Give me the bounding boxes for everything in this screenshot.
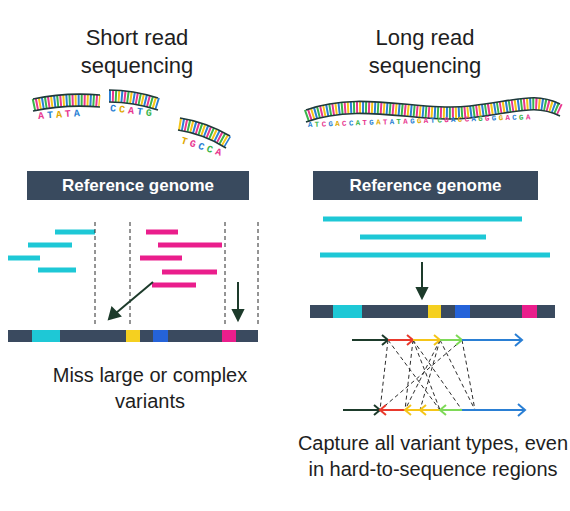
base-letter: C [109, 103, 119, 115]
caption-text: Capture all variant types, even in hard-… [296, 430, 570, 482]
base-letter: A [214, 146, 226, 159]
base-letter: G [369, 119, 376, 127]
dashed-guides [95, 222, 258, 324]
base-letter: A [424, 117, 431, 125]
base-letter: A [451, 116, 458, 124]
base-letter: A [403, 117, 410, 125]
base-letters: CCATG [109, 104, 155, 119]
base-letter: C [342, 120, 349, 128]
base-letter: G [498, 114, 505, 122]
base-letter: T [136, 106, 146, 118]
reference-band: Reference genome [27, 171, 249, 200]
base-letter: A [74, 108, 84, 120]
base-letter: C [118, 104, 128, 116]
base-letter: C [458, 116, 465, 124]
base-letter: T [65, 108, 75, 120]
band-label: Reference genome [62, 176, 214, 196]
base-letter: A [390, 118, 397, 126]
reference-band: Reference genome [313, 171, 538, 200]
base-letter: G [417, 117, 424, 125]
base-letter: A [471, 115, 478, 123]
base-letter: A [127, 105, 137, 117]
base-letter: A [505, 114, 512, 122]
base-letter: T [362, 119, 369, 127]
base-letter: G [410, 117, 417, 125]
base-letter: A [308, 121, 315, 129]
base-letter: T [47, 110, 57, 122]
base-letter: T [315, 121, 322, 129]
base-letter: A [56, 109, 66, 121]
dna-backbone [33, 90, 230, 148]
base-letter: G [145, 107, 155, 119]
section-heading: Long read sequencing [325, 24, 525, 80]
variant-arrows [343, 334, 525, 416]
short-reads [8, 232, 222, 285]
base-letter: T [383, 118, 390, 126]
base-letter: C [349, 119, 356, 127]
base-letter: G [328, 120, 335, 128]
base-letter: G [478, 115, 485, 123]
base-letter: G [485, 115, 492, 123]
base-letter: G [444, 116, 451, 124]
caption-text: Miss large or complex variants [50, 362, 250, 414]
base-letters: ATATA [38, 109, 84, 122]
base-letter: C [464, 115, 471, 123]
base-letter: C [321, 120, 328, 128]
band-label: Reference genome [349, 176, 501, 196]
section-heading: Short read sequencing [37, 24, 237, 80]
base-letter: A [526, 113, 533, 121]
base-letter: A [376, 118, 383, 126]
base-letter: T [430, 116, 437, 124]
base-letters: ATCGACCATGATATAGGATCGACCAGGGGACGA [308, 114, 533, 129]
base-letter: G [492, 114, 499, 122]
base-letter: A [335, 120, 342, 128]
base-letter: C [512, 114, 519, 122]
base-letter: A [38, 110, 48, 122]
base-letter: A [355, 119, 362, 127]
base-letter: T [396, 118, 403, 126]
genome-bar [310, 305, 555, 318]
variant-links [380, 340, 475, 410]
base-letter: C [437, 116, 444, 124]
long-reads [320, 219, 550, 255]
base-letter: G [519, 113, 526, 121]
genome-bar [8, 330, 258, 342]
